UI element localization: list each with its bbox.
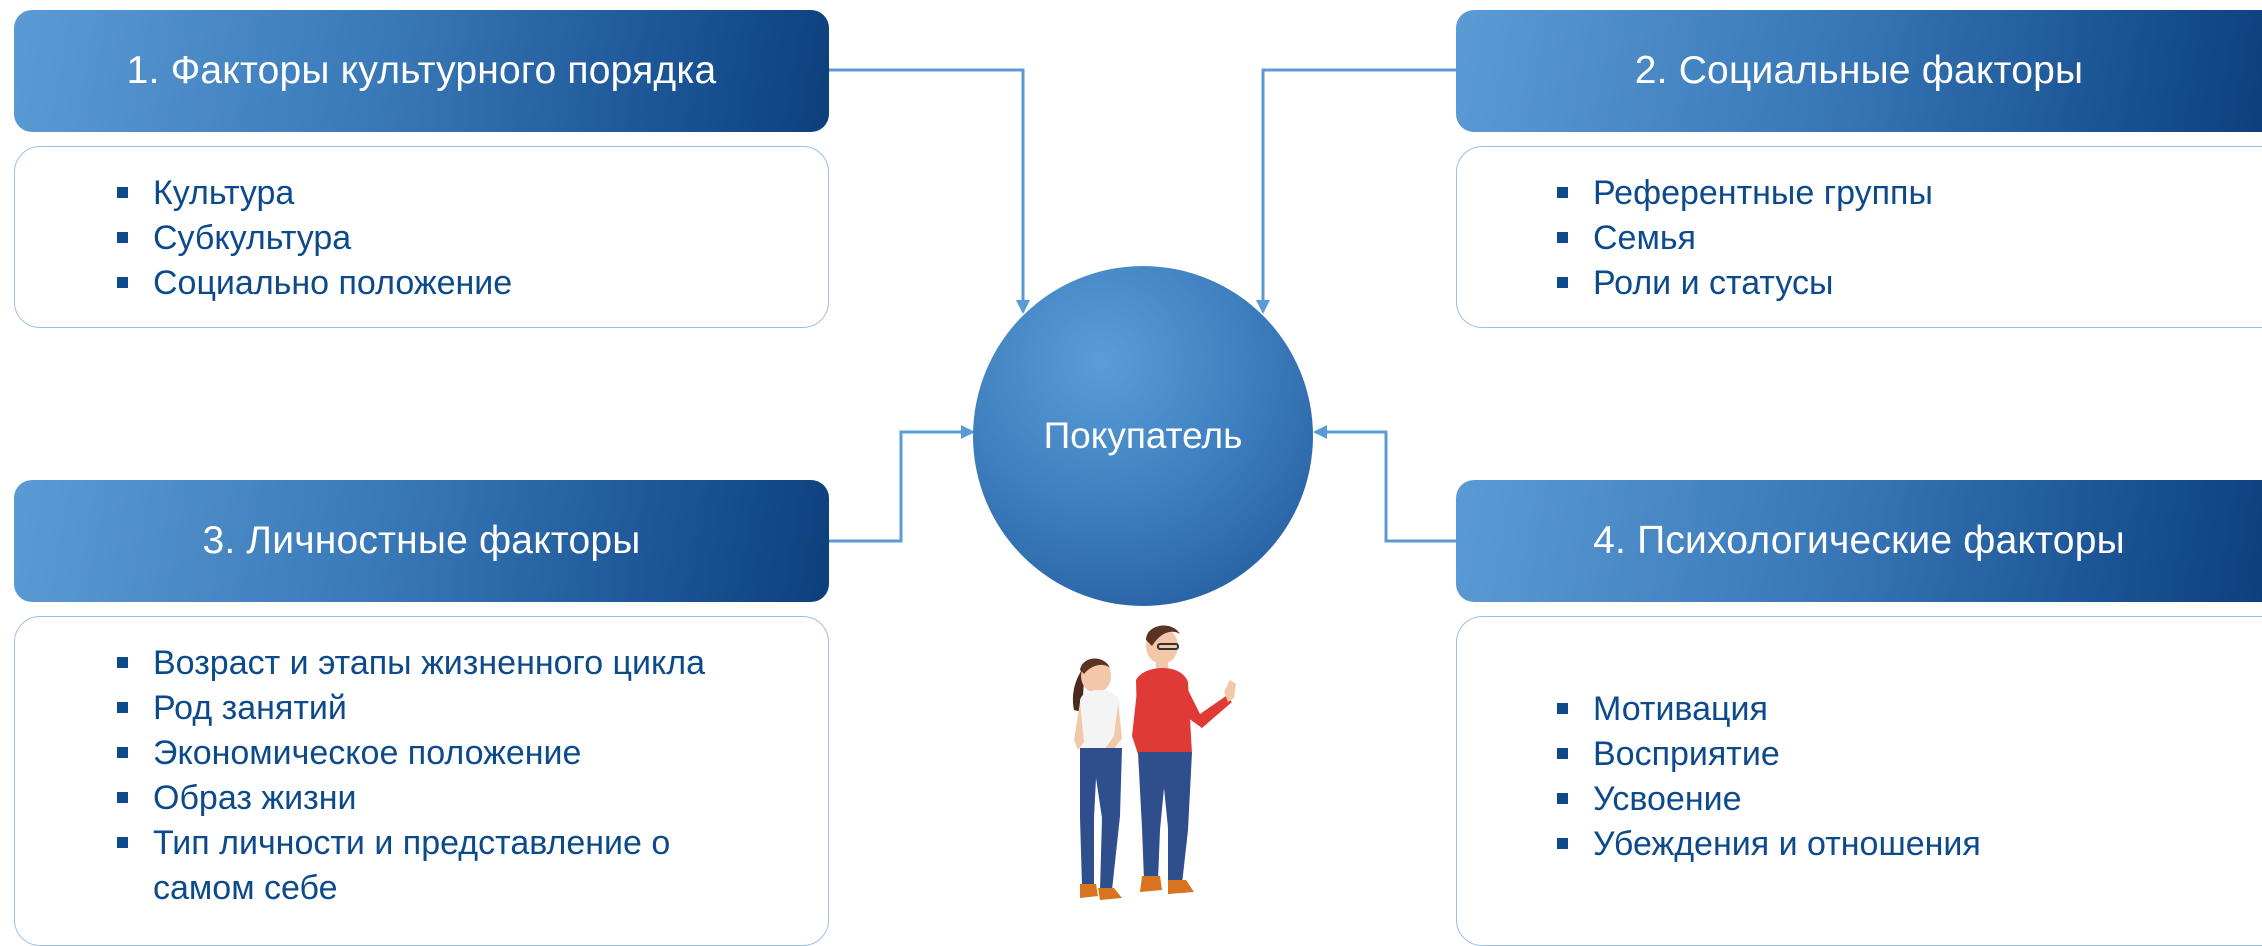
buyer-hub: Покупатель — [973, 266, 1313, 606]
factor-1-title: 1. Факторы культурного порядка — [126, 49, 717, 92]
factor-3-list: Возраст и этапы жизненного цикла Род зан… — [117, 641, 768, 911]
factor-1-list: Культура Субкультура Социально положение — [117, 171, 808, 306]
factor-4-header: 4. Психологические факторы — [1456, 480, 2262, 602]
connector-cultural — [829, 68, 1030, 314]
factor-1-header: 1. Факторы культурного порядка — [14, 10, 829, 132]
woman-figure — [1072, 658, 1122, 900]
factor-3-header: 3. Личностные факторы — [14, 480, 829, 602]
factor-2-panel: Референтные группы Семья Роли и статусы — [1456, 146, 2262, 328]
list-item: Тип личности и представление о самом себ… — [117, 821, 768, 911]
factor-1-panel: Культура Субкультура Социально положение — [14, 146, 829, 328]
connector-psychological — [1313, 425, 1456, 543]
list-item: Социально положение — [117, 261, 808, 306]
factor-2-title: 2. Социальные факторы — [1634, 49, 2084, 92]
list-item: Убеждения и отношения — [1557, 822, 2242, 867]
connector-social — [1256, 68, 1456, 314]
buyer-label: Покупатель — [1043, 415, 1243, 456]
list-item: Восприятие — [1557, 732, 2242, 777]
factor-4-list: Мотивация Восприятие Усвоение Убеждения … — [1557, 687, 2242, 867]
factor-4-title: 4. Психологические факторы — [1593, 519, 2125, 562]
connector-personal — [829, 425, 975, 543]
list-item: Род занятий — [117, 686, 768, 731]
factor-4-panel: Мотивация Восприятие Усвоение Убеждения … — [1456, 616, 2262, 946]
factor-2-header: 2. Социальные факторы — [1456, 10, 2262, 132]
factor-3-panel: Возраст и этапы жизненного цикла Род зан… — [14, 616, 829, 946]
factor-2-list: Референтные группы Семья Роли и статусы — [1557, 171, 2242, 306]
list-item: Семья — [1557, 216, 2242, 261]
people-illustration — [1072, 625, 1236, 900]
list-item: Возраст и этапы жизненного цикла — [117, 641, 768, 686]
factor-3-title: 3. Личностные факторы — [202, 519, 641, 562]
list-item: Субкультура — [117, 216, 808, 261]
list-item: Роли и статусы — [1557, 261, 2242, 306]
list-item: Референтные группы — [1557, 171, 2242, 216]
list-item: Культура — [117, 171, 808, 216]
man-figure — [1132, 625, 1236, 894]
list-item: Экономическое положение — [117, 731, 768, 776]
list-item: Образ жизни — [117, 776, 768, 821]
list-item: Усвоение — [1557, 777, 2242, 822]
list-item: Мотивация — [1557, 687, 2242, 732]
